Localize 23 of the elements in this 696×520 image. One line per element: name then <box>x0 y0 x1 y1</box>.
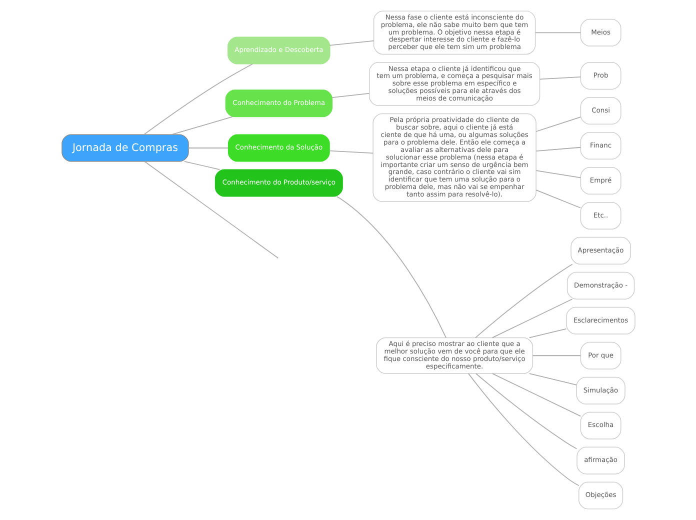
node-box: Jornada de Compras <box>61 134 188 162</box>
connector <box>491 298 572 338</box>
connector <box>170 116 232 136</box>
connector <box>535 190 580 208</box>
connector <box>328 150 373 154</box>
connector <box>468 373 579 486</box>
connector <box>183 160 220 170</box>
connector <box>474 264 572 338</box>
connector <box>528 328 566 338</box>
connector <box>534 32 581 34</box>
connector <box>535 146 580 152</box>
connector <box>144 161 278 259</box>
connector <box>491 373 581 417</box>
connector <box>532 355 580 356</box>
connector <box>535 170 580 178</box>
connector <box>528 373 576 386</box>
connector <box>535 116 580 132</box>
connector <box>143 64 252 135</box>
connector <box>331 92 370 98</box>
connector <box>329 40 374 46</box>
connector <box>336 196 446 338</box>
connector <box>538 76 580 80</box>
connector <box>475 373 577 450</box>
